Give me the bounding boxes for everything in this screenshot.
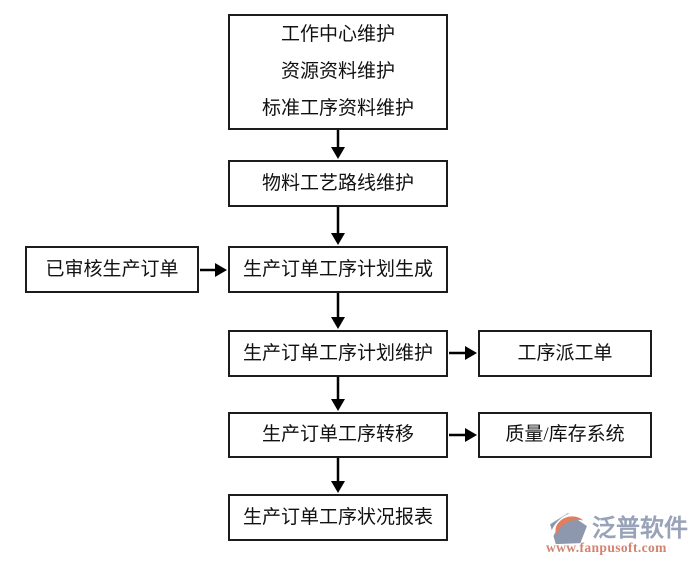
node-routing-maintenance: 物料工艺路线维护 <box>228 160 448 207</box>
node-plan-gen-label: 生产订单工序计划生成 <box>242 258 433 280</box>
arrow-transfer-to-report <box>331 458 345 493</box>
arrow-routing-to-plangen <box>331 207 345 245</box>
node-quality-label: 质量/库存系统 <box>505 424 625 446</box>
node-quality-inventory-system: 质量/库存系统 <box>478 412 652 458</box>
node-master-data: 工作中心维护 资源资料维护 标准工序资料维护 <box>228 14 448 130</box>
node-master-data-line2: 资源资料维护 <box>280 61 395 83</box>
node-process-status-report: 生产订单工序状况报表 <box>228 494 448 541</box>
arrow-transfer-to-quality <box>449 428 477 442</box>
vendor-watermark: 泛普软件 www.fanpusoft.com <box>546 506 691 560</box>
arrow-approved-to-plangen <box>200 263 227 277</box>
arrow-masterdata-to-routing <box>331 130 345 159</box>
node-report-label: 生产订单工序状况报表 <box>242 506 433 528</box>
arrow-planmaint-to-dispatch <box>449 346 477 360</box>
vendor-brand-name: 泛普软件 <box>592 516 688 542</box>
node-routing-label: 物料工艺路线维护 <box>261 172 414 194</box>
node-master-data-line1: 工作中心维护 <box>280 24 395 46</box>
node-approved-production-order: 已审核生产订单 <box>25 246 199 293</box>
node-master-data-line3: 标准工序资料维护 <box>261 97 414 119</box>
arrow-planmaint-to-transfer <box>331 377 345 411</box>
node-process-dispatch-order: 工序派工单 <box>478 330 652 377</box>
arrow-plangen-to-planmaint <box>331 293 345 329</box>
node-process-plan-maintain: 生产订单工序计划维护 <box>228 330 448 377</box>
node-process-plan-generate: 生产订单工序计划生成 <box>228 246 448 293</box>
fanpu-logo-icon <box>550 512 587 545</box>
node-dispatch-label: 工序派工单 <box>517 342 613 364</box>
vendor-url: www.fanpusoft.com <box>546 540 667 555</box>
node-approved-label: 已审核生产订单 <box>45 258 179 280</box>
node-process-transfer: 生产订单工序转移 <box>228 412 448 458</box>
node-transfer-label: 生产订单工序转移 <box>261 424 414 446</box>
node-plan-maint-label: 生产订单工序计划维护 <box>242 342 433 364</box>
